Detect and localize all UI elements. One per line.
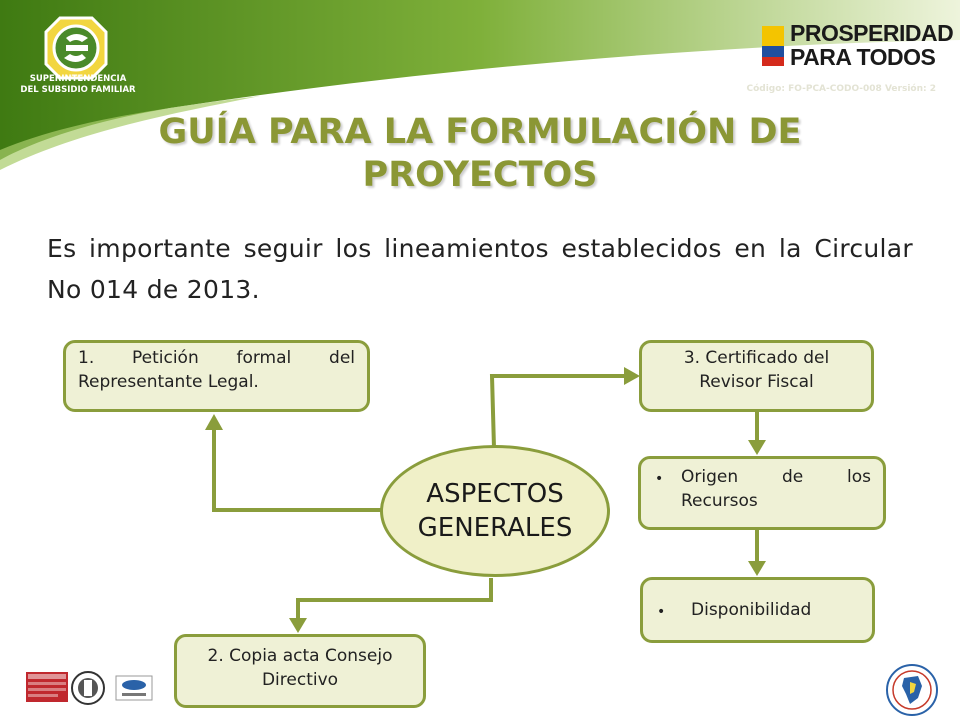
step-1-label: 1. Petición formal del Representante Leg… [78,348,355,392]
document-code: Código: FO-PCA-CODO-008 Versión: 2 [746,84,936,94]
step-2-box: 2. Copia acta Consejo Directivo [174,634,426,708]
bullet-icon: • [657,604,666,620]
step-3-label: 3. Certificado del Revisor Fiscal [683,348,830,392]
colombia-seal-logo [886,664,938,716]
step-3-box: 3. Certificado del Revisor Fiscal [639,340,874,412]
availability-label: Disponibilidad [691,600,812,620]
iso-9001-certification-logo [26,672,68,702]
center-ellipse: ASPECTOS GENERALES [380,445,610,577]
step-2-label: 2. Copia acta Consejo Directivo [207,646,393,690]
prosperidad-line1: PROSPERIDAD [790,20,954,46]
bullet-icon: • [655,471,664,487]
supersubsidio-logo-text: SUPERINTENDENCIA DEL SUBSIDIO FAMILIAR [20,74,136,95]
bureau-veritas-logo [71,671,105,705]
onac-logo [115,675,153,701]
center-label: ASPECTOS GENERALES [417,479,573,543]
prosperidad-line2: PARA TODOS [790,44,936,70]
origin-resources-label: Origen de los Recursos [681,467,871,511]
page-title: GUÍA PARA LA FORMULACIÓN DE PROYECTOS [158,112,802,195]
origin-resources-box: • Origen de los Recursos [638,456,886,530]
prosperidad-logo: PROSPERIDAD PARA TODOS [760,20,954,80]
supersubsidio-logo [22,12,132,104]
header-band [0,0,960,170]
step-1-box: 1. Petición formal del Representante Leg… [63,340,370,412]
availability-box: • Disponibilidad [640,577,875,643]
intro-text: Es importante seguir los lineamientos es… [47,234,913,304]
certification-logos [26,671,153,705]
colombia-flag-icon [762,26,784,66]
